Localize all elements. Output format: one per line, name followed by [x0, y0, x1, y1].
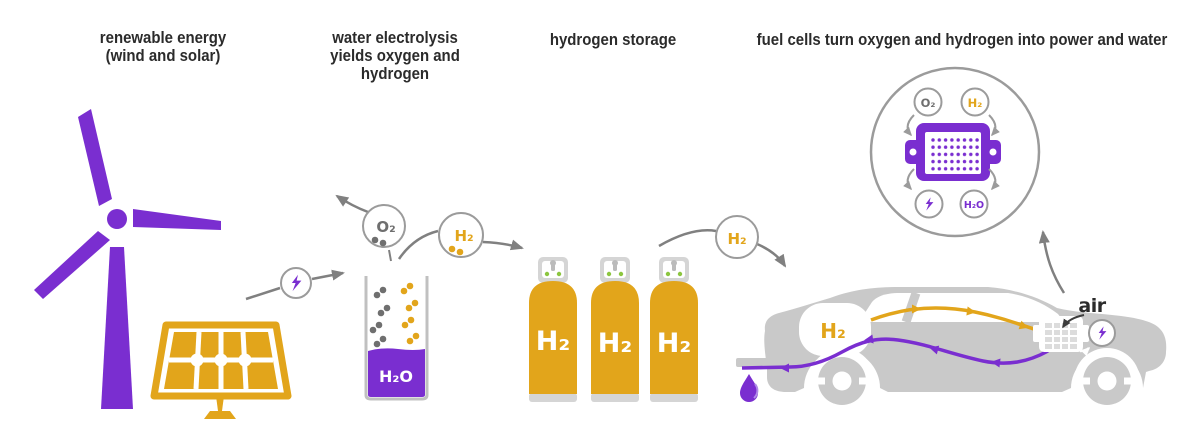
arrow-oxygen-out: [335, 194, 369, 214]
hydrogen-bubble-transfer: H₂: [715, 215, 759, 259]
tank-label: H₂: [536, 326, 570, 357]
detail-oxygen-bubble: O₂: [913, 87, 943, 117]
beaker-water-label: H₂O: [379, 367, 413, 386]
step-label-water-electrolysis: water electrolysis yields oxygen and hyd…: [330, 28, 460, 84]
wind-turbine-icon: [34, 109, 221, 409]
electrolysis-beaker: H₂O: [364, 276, 429, 401]
fuel-cell-detail-circle: O₂ H₂ H₂O: [869, 66, 1041, 238]
tank-label: H₂: [657, 328, 691, 359]
electricity-bubble: [280, 267, 312, 299]
water-flow-line: [741, 337, 1049, 370]
car-fuel-cell-unit: [1033, 316, 1089, 352]
arrow-electricity-to-beaker: [311, 269, 345, 281]
hydrogen-tank-3: H₂: [650, 257, 698, 402]
turbine-hub: [107, 209, 127, 229]
hydrogen-molecules: [400, 282, 420, 345]
detail-water-label: H₂O: [964, 200, 984, 211]
car-power-bubble: [1088, 319, 1116, 347]
hydrogen-tank-1: H₂: [529, 257, 577, 402]
car-front-wheel: [1074, 348, 1140, 414]
turbine-blade-right: [133, 209, 221, 230]
step-label-renewable-energy: renewable energy (wind and solar): [99, 28, 227, 66]
line-beaker-to-hydrogen: [397, 229, 439, 260]
turbine-pole: [101, 247, 133, 409]
solar-panel-icon: [150, 321, 292, 419]
exhaust-pipe: [736, 358, 770, 367]
step-label-fuel-cells: fuel cells turn oxygen and hydrogen into…: [756, 30, 1168, 49]
hydrogen-tank-2: H₂: [591, 257, 639, 402]
oxygen-bubble-label: O₂: [376, 218, 395, 236]
car-tank-label: H₂: [820, 319, 846, 343]
detail-water-bubble: H₂O: [959, 189, 989, 219]
line-solar-to-electricity: [245, 286, 281, 301]
fuel-cell-car: H₂: [736, 287, 1167, 414]
turbine-blade-left: [34, 231, 110, 299]
transfer-bubble-label: H₂: [727, 230, 746, 248]
oxygen-bubble: O₂: [362, 204, 406, 248]
step-label-hydrogen-storage: hydrogen storage: [549, 30, 677, 49]
car-rear-wheel: [809, 348, 875, 414]
arrow-hydrogen-to-car: [756, 242, 787, 268]
air-arrow: [1062, 314, 1085, 329]
detail-hydrogen-bubble: H₂: [960, 87, 990, 117]
arrow-car-to-detail: [1038, 230, 1066, 294]
fuel-cell-membrane-icon: [905, 123, 1001, 181]
water-droplet-icon: [740, 374, 758, 402]
hydrogen-bubble-label: H₂: [454, 227, 473, 245]
car-hydrogen-tank: [799, 303, 871, 356]
detail-power-bubble: [914, 189, 944, 219]
reaction-arrows: [903, 114, 1000, 191]
droplet-highlight: [753, 383, 759, 399]
hydrogen-flow-arrowheads: [912, 304, 1029, 330]
arrow-hydrogen-to-tanks: [482, 239, 524, 251]
line-tanks-to-car: [658, 229, 717, 248]
turbine-blade-top: [78, 109, 112, 206]
car-window-pillar: [901, 291, 921, 324]
air-label: air: [1078, 295, 1106, 317]
water-liquid: [368, 348, 425, 397]
detail-oxygen-label: O₂: [921, 96, 936, 110]
hydrogen-bubble-electrolysis: H₂: [438, 212, 484, 258]
oxygen-molecules: [369, 286, 391, 348]
arrow-fuelcell-to-power: [1079, 346, 1091, 357]
line-beaker-to-oxygen: [388, 249, 392, 262]
water-flow-arrowheads: [780, 334, 1001, 373]
tank-label: H₂: [598, 328, 632, 359]
detail-hydrogen-label: H₂: [968, 96, 983, 110]
